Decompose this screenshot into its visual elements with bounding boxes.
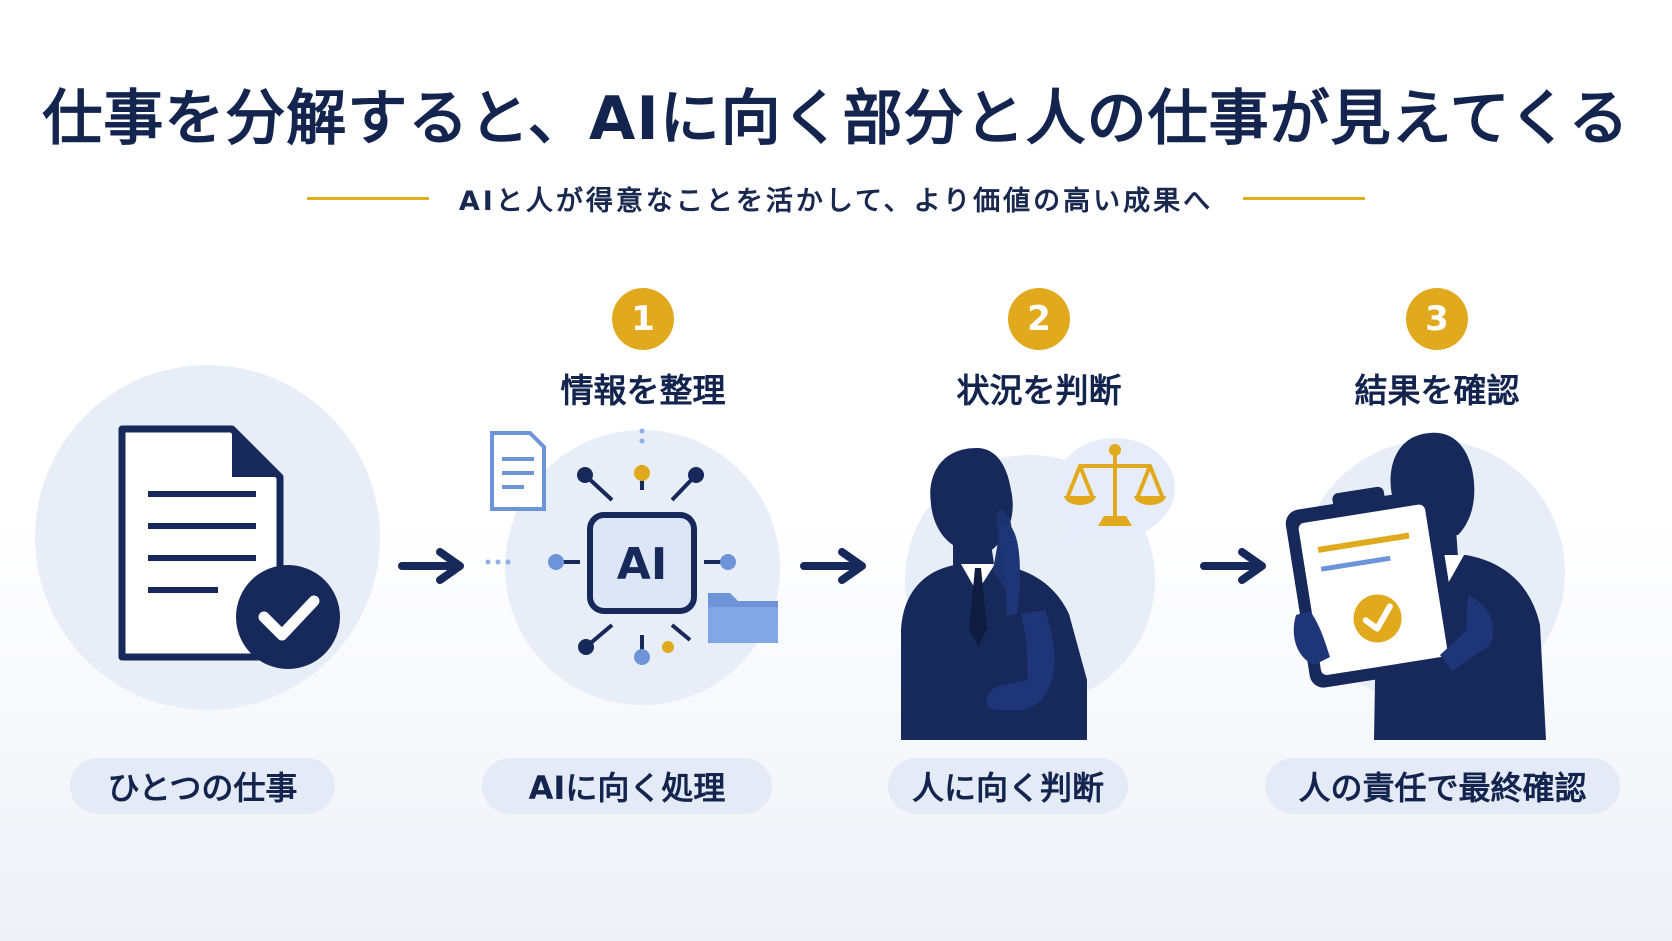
page-title: 仕事を分解すると、AIに向く部分と人の仕事が見えてくる (42, 84, 1630, 154)
step-3-caption: 人の責任で最終確認 (1265, 758, 1620, 814)
ai-chip-text: AI (617, 539, 667, 590)
page-subtitle: AIと人が得意なことを活かして、より価値の高い成果へ (458, 185, 1214, 217)
document-check-icon (118, 425, 340, 669)
step-2-label: 状況を判断 (956, 371, 1122, 410)
scales-icon (1055, 438, 1175, 548)
subtitle-left-rule (306, 196, 429, 200)
arrow-right-icon (800, 548, 866, 584)
step-1-label: 情報を整理 (560, 371, 726, 410)
step-3-label: 結果を確認 (1354, 371, 1520, 410)
ai-chip-icon: AI (485, 428, 778, 665)
start-caption: ひとつの仕事 (70, 758, 335, 814)
arrow-right-icon (1200, 548, 1266, 584)
arrow-right-icon (398, 548, 464, 584)
step-2-badge: 2 (1008, 288, 1070, 350)
document-icon (490, 431, 546, 511)
step-1-caption: AIに向く処理 (482, 758, 772, 814)
step-3-badge: 3 (1406, 288, 1468, 350)
step-2-caption: 人に向く判断 (888, 758, 1128, 814)
folder-icon (708, 593, 778, 643)
clipboard-person-icon (1285, 432, 1546, 740)
subtitle-right-rule (1243, 196, 1366, 200)
step-1-badge: 1 (612, 288, 674, 350)
subtitle-row: AIと人が得意なことを活かして、より価値の高い成果へ (0, 178, 1672, 218)
thinking-person-icon (901, 448, 1087, 740)
